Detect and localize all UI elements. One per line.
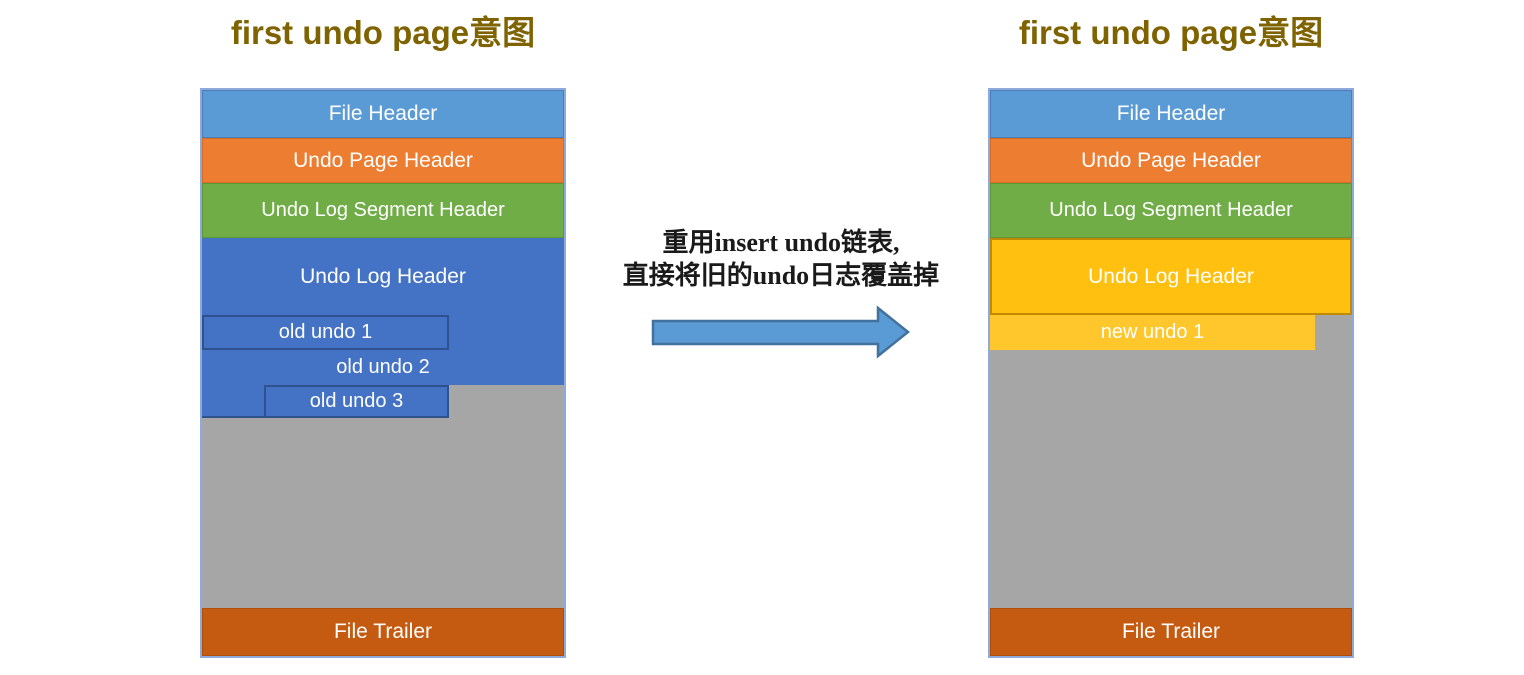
undo-log-segment-header-block: Undo Log Segment Header (202, 183, 564, 238)
undo-page-header-block: Undo Page Header (202, 138, 564, 183)
undo-page-header-block: Undo Page Header (990, 138, 1352, 183)
right-arrow-icon (651, 305, 911, 359)
undo-region-blue-strip (202, 385, 264, 418)
right-undo-page-diagram: File Header Undo Page Header Undo Log Se… (988, 88, 1354, 658)
left-undo-page-diagram: File Header Undo Page Header Undo Log Se… (200, 88, 566, 658)
old-undo-1-box: old undo 1 (202, 315, 449, 350)
old-undo-1-row: old undo 1 (202, 315, 564, 350)
new-undo-1-box: new undo 1 (990, 315, 1315, 350)
free-space-area (990, 350, 1352, 608)
file-trailer-block: File Trailer (202, 608, 564, 656)
file-header-block: File Header (202, 90, 564, 138)
free-space-area (202, 418, 564, 608)
undo-log-header-block: Undo Log Header (202, 238, 564, 315)
file-header-block: File Header (990, 90, 1352, 138)
left-diagram-title: first undo page意图 (230, 14, 536, 51)
annotation-line-2: 直接将旧的undo日志覆盖掉 (622, 261, 940, 290)
undo-log-header-block: Undo Log Header (990, 238, 1352, 315)
annotation-line-1: 重用insert undo链表, (662, 228, 900, 257)
right-diagram-title: first undo page意图 (1018, 14, 1324, 51)
annotation-text: 重用insert undo链表, 直接将旧的undo日志覆盖掉 (598, 226, 964, 292)
file-trailer-block: File Trailer (990, 608, 1352, 656)
old-undo-3-box: old undo 3 (264, 385, 449, 418)
undo-log-segment-header-block: Undo Log Segment Header (990, 183, 1352, 238)
new-undo-1-row: new undo 1 (990, 315, 1352, 350)
old-undo-2-row: old undo 2 (202, 350, 564, 385)
old-undo-3-row: old undo 3 (202, 385, 564, 418)
